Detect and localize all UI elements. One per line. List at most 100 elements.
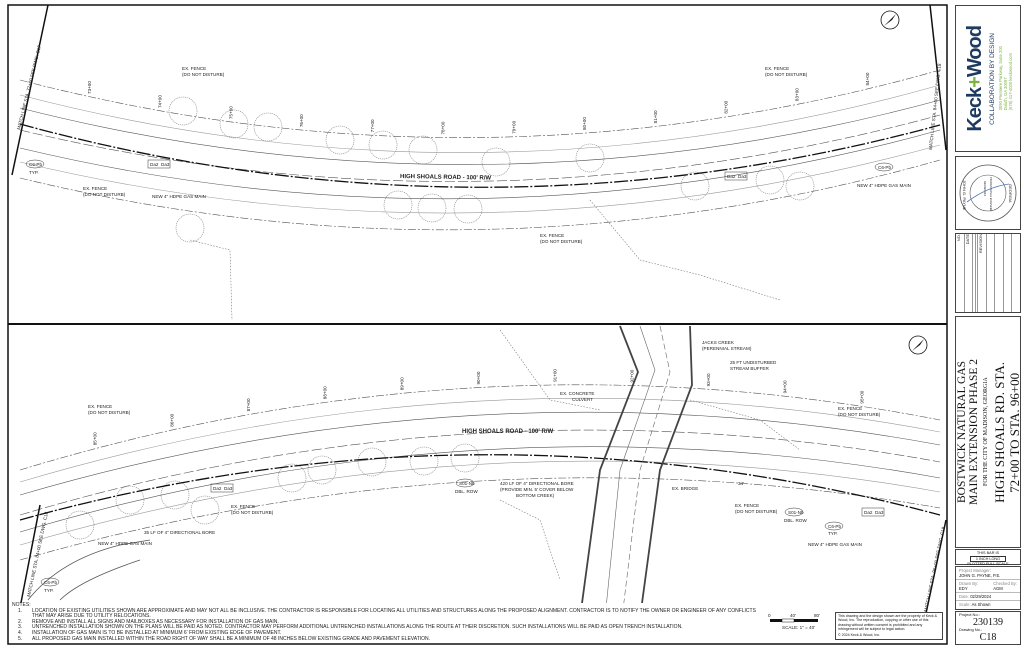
- station-label: 86+00: [169, 413, 174, 426]
- copyright-box: This drawing and the design shown are th…: [835, 612, 943, 640]
- label: EX. FENCE: [83, 186, 107, 191]
- detail-tag: Da2: [727, 174, 736, 179]
- match-line-right: [924, 519, 947, 619]
- label: BOTTOM CREEK): [516, 493, 555, 498]
- label: EX. FENCE: [231, 504, 255, 509]
- label: DBL. ROW: [455, 489, 478, 494]
- firm-tagline: COLLABORATION BY DESIGN: [988, 32, 996, 125]
- road-label: HIGH SHOALS ROAD - 100' R/W: [462, 429, 553, 435]
- field-label: Drawn By:: [959, 581, 979, 586]
- trees: [168, 96, 815, 243]
- station-label: 80+00: [582, 117, 587, 130]
- tree-icon: [168, 96, 198, 126]
- detail-tag: Da3: [738, 174, 747, 179]
- station-label: 82+00: [724, 100, 729, 113]
- match-line-label: MATCH LINE STA. 96+00 SEE DWG. C19: [923, 526, 946, 612]
- scale: As Shown: [971, 602, 991, 607]
- trees: [65, 443, 480, 540]
- callout: S01-Nb: [459, 481, 475, 486]
- label: (PERENNIAL STREAM): [702, 346, 752, 351]
- label: (DO NOT DISTURB): [83, 192, 126, 197]
- label: (DO NOT DISTURB): [231, 510, 274, 515]
- tree-icon: [368, 130, 398, 160]
- revision-table: NO. DATE REVISION: [955, 233, 1021, 313]
- station-label: 83+00: [794, 88, 799, 101]
- field-label: Project No.:: [959, 612, 980, 617]
- detail-tag: Da2: [864, 510, 873, 515]
- station-label: 84+00: [865, 72, 870, 85]
- detail-tag: Da3: [161, 162, 170, 167]
- note-text: REMOVE AND INSTALL ALL SIGNS AND MAILBOX…: [32, 618, 279, 625]
- station-label: 94+00: [783, 380, 788, 393]
- tree-icon: [277, 463, 307, 493]
- plot-scale-bar: THIS BAR IS 1 INCH LONG PLOTTED FULL SCA…: [955, 549, 1021, 566]
- stream-buffer: [579, 325, 693, 619]
- bottom-plan-view: MATCH LINE STA. 84+00 SEE DWG. C18 MATCH…: [17, 325, 947, 619]
- label: NEW 4" HDPE GAS MAIN: [152, 194, 206, 199]
- sheet-title: HIGH SHOALS RD. STA.72+00 TO STA. 96+00: [992, 361, 1022, 503]
- detail-tag: Da3: [224, 486, 233, 491]
- label: NEW 4" HDPE GAS MAIN: [857, 183, 911, 188]
- tree-icon: [409, 446, 439, 476]
- label: EX. FENCE: [88, 404, 112, 409]
- date: 02/29/2024: [970, 594, 992, 599]
- label: JACKS CREEK: [702, 340, 735, 345]
- detail-tag: Da2: [150, 162, 159, 167]
- tree-icon: [175, 213, 205, 243]
- road-label: HIGH SHOALS ROAD - 100' R/W: [400, 174, 492, 182]
- label: (DO NOT DISTURB): [765, 72, 808, 77]
- tree-icon: [65, 510, 95, 540]
- svg-text:02/29/2024: 02/29/2024: [983, 181, 987, 196]
- gas-main-line: [19, 454, 941, 521]
- label: EX. FENCE: [765, 66, 789, 71]
- label: CULVERT: [572, 397, 593, 402]
- top-plan-view: MATCH LINE STA. 72+00 SEE DWG. C17 MATCH…: [11, 4, 947, 321]
- label: NEW 4" HDPE GAS MAIN: [98, 541, 152, 546]
- label: EX. FENCE: [735, 503, 759, 508]
- firm-logo: Keck+Wood: [963, 25, 986, 132]
- field-label: Project Manager:: [959, 568, 991, 573]
- detail-tag: Da3: [875, 510, 884, 515]
- tree-icon: [219, 109, 249, 139]
- callout: S01-Nb: [788, 510, 804, 515]
- note-text: UNTRENCHED INSTALLATION SHOWN ON THE PLA…: [32, 624, 683, 631]
- label: EX. FENCE: [838, 406, 862, 411]
- note-item: 3.UNTRENCHED INSTALLATION SHOWN ON THE P…: [18, 624, 683, 631]
- copyright-footer: © 2024 Keck & Wood, Inc.: [838, 633, 881, 638]
- revision-header: NO.: [956, 234, 961, 242]
- project-manager: JOHN G. PAYNE, P.E.: [959, 573, 1001, 578]
- tree-icon: [680, 171, 710, 201]
- svg-text:JOHN G. PAYNE: JOHN G. PAYNE: [962, 180, 967, 211]
- tree-icon: [417, 193, 447, 223]
- field-label: Drawing No.:: [959, 626, 983, 632]
- station-label: 87+00: [246, 398, 251, 411]
- project-info: Project Manager:JOHN G. PAYNE, P.E. Draw…: [955, 566, 1021, 610]
- note-item: 2.REMOVE AND INSTALL ALL SIGNS AND MAILB…: [18, 618, 279, 625]
- station-label: 75+00: [228, 106, 233, 119]
- field-label: Scale:: [959, 602, 971, 607]
- label: 420 LF OF 4" DIRECTIONAL BORE: [500, 481, 574, 486]
- tree-icon: [160, 480, 190, 510]
- label: (DO NOT DISTURB): [838, 412, 881, 417]
- station-label: 93+00: [706, 373, 711, 386]
- tree-icon: [755, 165, 785, 195]
- note-text: ALL PROPOSED GAS MAIN INSTALLED WITHIN T…: [32, 635, 431, 642]
- station-label: 77+00: [370, 119, 375, 132]
- note-item: 5.ALL PROPOSED GAS MAIN INSTALLED WITHIN…: [18, 635, 431, 642]
- label: NEW 4" HDPE GAS MAIN: [808, 542, 862, 547]
- label: 35 LF OF 4" DIRECTIONAL BORE: [144, 530, 215, 535]
- label: STREAM BUFFER: [730, 366, 769, 371]
- label: EX. BRIDGE: [672, 486, 698, 491]
- label: (DO NOT DISTURB): [540, 239, 583, 244]
- label: DBL. ROW: [784, 518, 807, 523]
- svg-text:GEORGIA: GEORGIA: [1008, 184, 1013, 203]
- station-label: 73+00: [87, 81, 92, 94]
- tree-icon: [450, 443, 480, 473]
- north-arrow-icon: [880, 10, 900, 30]
- drawing-number: C18: [979, 631, 997, 643]
